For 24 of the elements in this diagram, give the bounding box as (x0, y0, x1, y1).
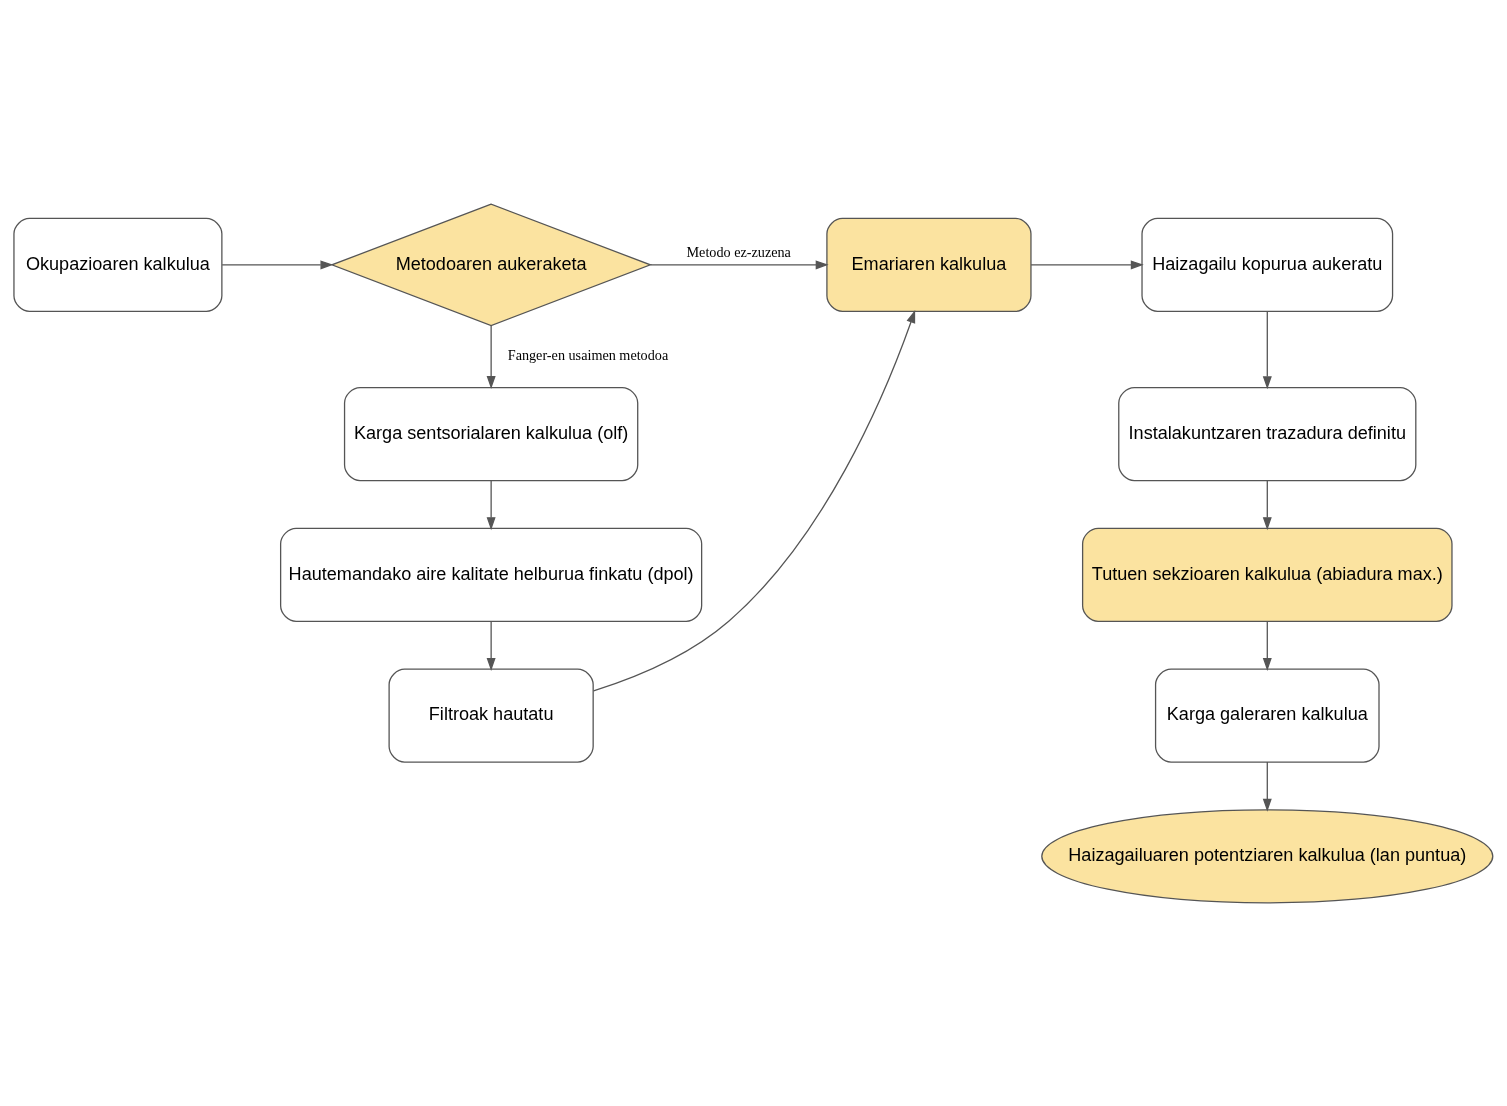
node-box: Filtroak hautatu (388, 667, 594, 763)
node-box: Hautemandako aire kalitate helburua finkatu (dpol) (280, 527, 703, 622)
edge-label: Fanger-en usaimen metodoa (507, 346, 669, 363)
arrow (486, 479, 496, 530)
node-box: Emariaren kalkulua (826, 217, 1032, 312)
arrow (1030, 259, 1144, 269)
node-box: Karga galeraren kalkulua (1154, 667, 1380, 763)
arrow (1262, 760, 1272, 812)
arrow (486, 620, 496, 671)
arrow (1262, 620, 1272, 671)
arrow (649, 259, 829, 269)
arrow (1262, 310, 1272, 389)
arrow (221, 259, 334, 269)
node-box: Haizagailu kopurua aukeratu (1141, 217, 1394, 312)
edge-label: Metodo ez-zuzena (686, 243, 791, 260)
node-ellipse: Haizagailuaren potentziaren kalkulua (lan puntua) (1041, 808, 1494, 903)
node-box: Instalakuntzaren trazadura definitu (1118, 386, 1417, 481)
node-box: Karga sentsorialaren kalkulua (olf) (343, 386, 639, 481)
node-diamond: Metodoaren aukeraketa (330, 202, 653, 326)
arrow (1262, 479, 1272, 530)
arrow (592, 309, 916, 692)
node-box: Okupazioaren kalkulua (13, 217, 223, 312)
node-box: Tutuen sekzioaren kalkulua (abiadura max.) (1081, 527, 1453, 622)
arrow (486, 324, 496, 389)
